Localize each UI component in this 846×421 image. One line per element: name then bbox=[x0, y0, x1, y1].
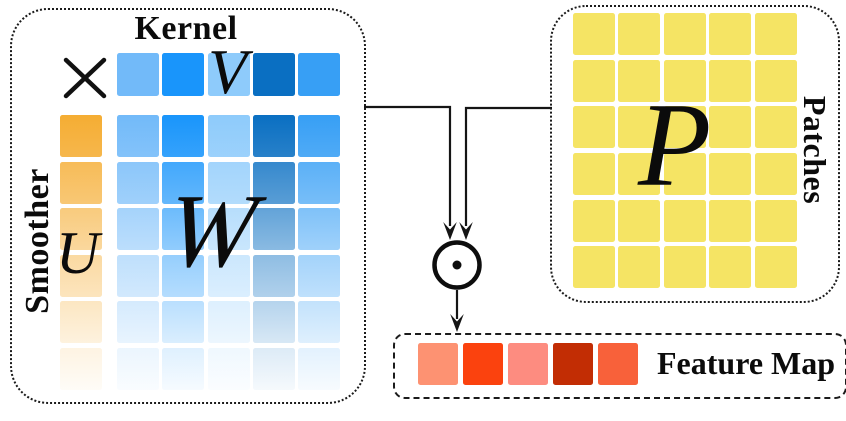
p-matrix-label: P bbox=[638, 78, 712, 211]
arrowhead-output bbox=[450, 314, 464, 332]
p-cell bbox=[754, 106, 797, 149]
w-cell bbox=[117, 208, 159, 250]
v-cell bbox=[207, 53, 250, 96]
w-cell bbox=[298, 301, 341, 343]
kernel-v-row bbox=[117, 53, 341, 96]
v-cell bbox=[298, 53, 341, 96]
p-cell bbox=[709, 153, 752, 196]
w-matrix-label: W bbox=[161, 172, 262, 289]
p-cell bbox=[618, 246, 661, 289]
u-cell bbox=[60, 254, 102, 297]
w-cell bbox=[162, 347, 205, 390]
w-cell bbox=[207, 347, 250, 390]
p-cell bbox=[573, 106, 615, 149]
p-cell bbox=[663, 199, 706, 242]
right-connector-line bbox=[464, 106, 552, 226]
p-cell bbox=[754, 246, 797, 289]
p-cell bbox=[618, 59, 661, 102]
p-cell bbox=[618, 153, 661, 196]
elementwise-product-dot-icon bbox=[452, 260, 462, 270]
p-cell bbox=[754, 153, 797, 196]
p-cell bbox=[573, 59, 615, 102]
arrowhead-left bbox=[443, 222, 457, 240]
feature-map-cell bbox=[508, 343, 548, 385]
feature-map-row bbox=[418, 343, 638, 385]
w-cell bbox=[162, 254, 205, 297]
u-cell bbox=[60, 115, 102, 157]
p-cell bbox=[663, 246, 706, 289]
w-cell bbox=[298, 347, 341, 390]
w-cell bbox=[207, 301, 250, 343]
w-cell bbox=[117, 347, 159, 390]
patches-p-grid bbox=[573, 13, 797, 289]
w-cell bbox=[252, 208, 295, 250]
p-cell bbox=[754, 13, 797, 55]
left-connector-line bbox=[364, 105, 452, 226]
smoother-side-label: Smoother bbox=[19, 168, 56, 314]
w-cell bbox=[252, 161, 295, 204]
p-cell bbox=[663, 59, 706, 102]
p-cell bbox=[618, 13, 661, 55]
p-cell bbox=[618, 199, 661, 242]
p-cell bbox=[754, 199, 797, 242]
p-cell bbox=[573, 199, 615, 242]
p-cell bbox=[709, 199, 752, 242]
feature-map-cell bbox=[463, 343, 503, 385]
w-cell bbox=[252, 347, 295, 390]
w-cell bbox=[207, 115, 250, 157]
kernel-w-grid bbox=[117, 115, 341, 390]
w-cell bbox=[207, 161, 250, 204]
w-cell bbox=[298, 115, 341, 157]
feature-map-cell bbox=[553, 343, 593, 385]
w-cell bbox=[298, 161, 341, 204]
p-cell bbox=[709, 59, 752, 102]
u-matrix-label: U bbox=[56, 220, 100, 286]
arrowhead-right bbox=[459, 222, 473, 240]
w-cell bbox=[117, 254, 159, 297]
w-cell bbox=[298, 208, 341, 250]
w-cell bbox=[117, 301, 159, 343]
patches-side-label: Patches bbox=[797, 95, 833, 205]
w-cell bbox=[162, 161, 205, 204]
w-cell bbox=[207, 208, 250, 250]
w-cell bbox=[162, 301, 205, 343]
u-cell bbox=[60, 347, 102, 390]
p-cell bbox=[709, 246, 752, 289]
feature-map-label: Feature Map bbox=[656, 345, 836, 381]
kernel-title: Kernel bbox=[134, 10, 238, 47]
p-cell bbox=[754, 59, 797, 102]
w-cell bbox=[252, 254, 295, 297]
p-cell bbox=[663, 13, 706, 55]
p-cell bbox=[573, 246, 615, 289]
feature-map-cell bbox=[418, 343, 458, 385]
v-cell bbox=[252, 53, 295, 96]
w-cell bbox=[117, 115, 159, 157]
p-cell bbox=[573, 153, 615, 196]
w-cell bbox=[207, 254, 250, 297]
p-cell bbox=[573, 13, 615, 55]
w-cell bbox=[162, 115, 205, 157]
p-cell bbox=[663, 106, 706, 149]
w-cell bbox=[252, 301, 295, 343]
smoother-u-column bbox=[60, 115, 102, 390]
v-matrix-label: V bbox=[208, 36, 248, 107]
p-cell bbox=[709, 13, 752, 55]
elementwise-product-circle-icon bbox=[432, 240, 482, 290]
v-cell bbox=[117, 53, 159, 96]
feature-map-cell bbox=[598, 343, 638, 385]
w-cell bbox=[252, 115, 295, 157]
w-cell bbox=[162, 208, 205, 250]
p-cell bbox=[618, 106, 661, 149]
u-cell bbox=[60, 161, 102, 204]
w-cell bbox=[298, 254, 341, 297]
u-cell bbox=[60, 301, 102, 343]
u-cell bbox=[60, 208, 102, 250]
w-cell bbox=[117, 161, 159, 204]
v-cell bbox=[162, 53, 205, 96]
p-cell bbox=[709, 106, 752, 149]
p-cell bbox=[663, 153, 706, 196]
